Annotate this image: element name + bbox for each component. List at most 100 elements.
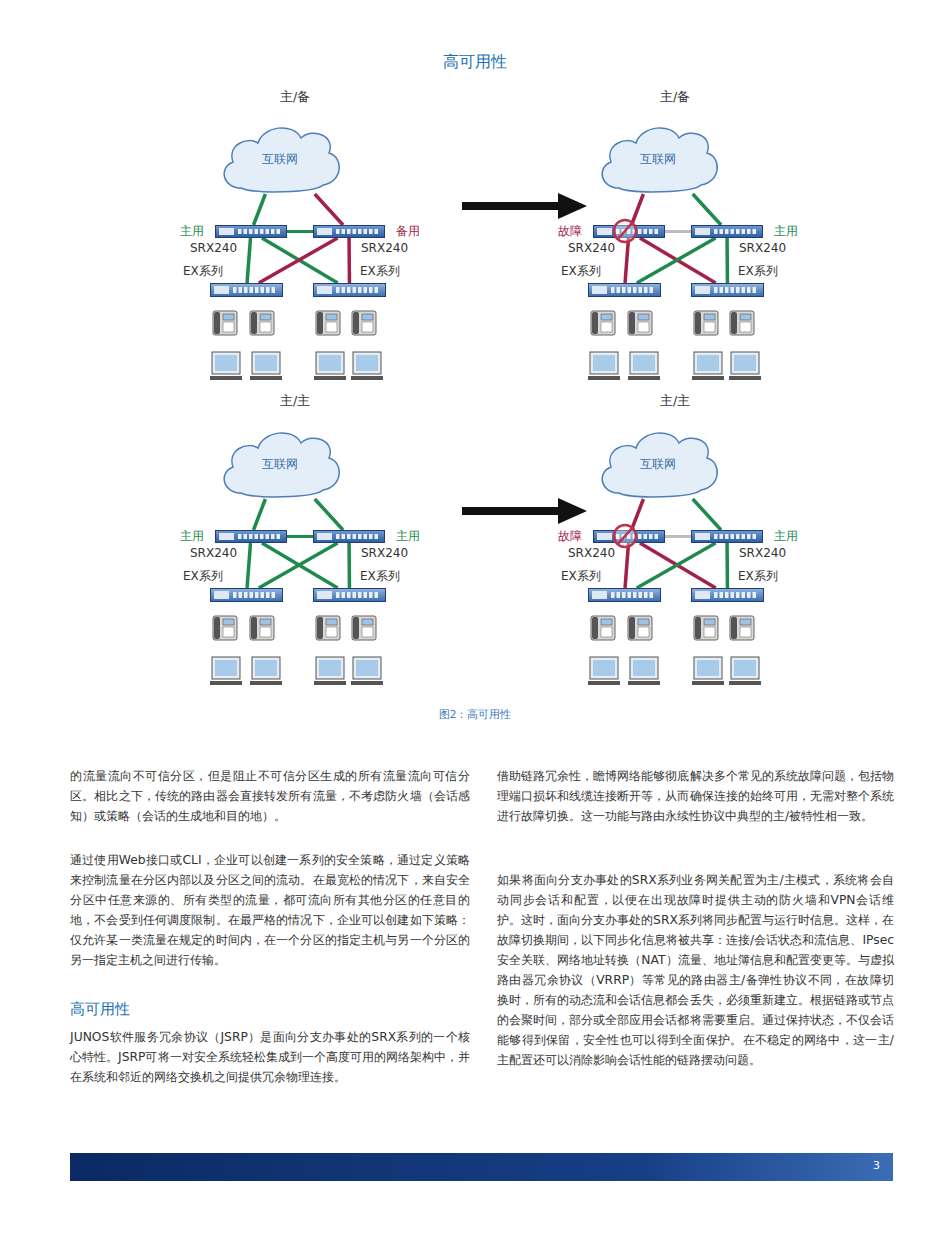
phone-display: [638, 619, 649, 625]
phone-handset: [251, 312, 257, 334]
device-label: 主用: [774, 223, 798, 240]
device-label: 故障: [558, 223, 582, 240]
internet-cloud: 互联网: [215, 423, 345, 499]
port: [369, 229, 373, 234]
port: [239, 287, 243, 293]
port: [277, 229, 281, 234]
port: [369, 534, 373, 539]
srx240-gateway: 主用SRX240: [313, 530, 385, 543]
device-ports: [589, 589, 662, 603]
network-link: [625, 543, 628, 588]
phone-keypad: [260, 322, 271, 332]
device-ports: [692, 531, 764, 544]
computer-screen: [697, 660, 719, 676]
phone-body: [352, 616, 376, 640]
network-link: [631, 194, 643, 225]
body-paragraph: 的流量流向不可信分区，但是阻止不可信分区生成的所有流量流向可信分区。相比之下，传…: [70, 766, 470, 826]
srx240-gateway: 主用SRX240: [691, 530, 763, 543]
device-ports: [216, 531, 288, 544]
phone-display: [740, 314, 751, 320]
computer-base: [588, 681, 620, 685]
computer-base: [351, 376, 383, 380]
port: [742, 287, 746, 293]
vendor-badge: [214, 591, 229, 599]
ex-switch: EX系列: [691, 283, 764, 297]
computer-monitor: [731, 352, 759, 374]
port: [617, 287, 621, 293]
scenario-label: 主/备: [630, 89, 720, 106]
device-ports: [692, 589, 765, 603]
page-title: 高可用性: [0, 52, 950, 73]
network-link: [253, 194, 265, 225]
port: [375, 592, 379, 598]
phone-keypad: [326, 322, 337, 332]
computer-screen: [356, 355, 378, 371]
phone-body: [730, 616, 754, 640]
port: [353, 592, 357, 598]
device-ports: [314, 531, 386, 544]
phone-display: [326, 314, 337, 320]
phone-display: [260, 314, 271, 320]
port: [336, 229, 340, 234]
network-link: [725, 238, 729, 283]
phone-display: [362, 619, 373, 625]
phone-keypad: [740, 322, 751, 332]
transition-arrow: [462, 202, 562, 210]
network-link: [259, 238, 338, 283]
body-paragraph: 如果将面向分支办事处的SRX系列业务网关配置为主/主模式，系统将会自动同步会话和…: [497, 870, 894, 1070]
phone-display: [223, 314, 234, 320]
port: [747, 592, 751, 598]
computer-monitor: [590, 657, 618, 679]
vendor-badge: [597, 533, 612, 540]
port: [644, 534, 648, 539]
device-label: EX系列: [183, 568, 223, 585]
fault-symbol: [614, 525, 636, 547]
network-link: [259, 543, 338, 588]
port: [364, 534, 368, 539]
ex-switch: EX系列: [313, 588, 386, 602]
phone-handset: [592, 312, 598, 334]
device-label: SRX240: [361, 241, 408, 255]
footer-bar: [70, 1153, 893, 1181]
transition-arrowhead: [558, 193, 587, 219]
phone-display: [601, 619, 612, 625]
phone-body: [316, 311, 340, 335]
device-ports: [692, 284, 765, 298]
computer-screen: [593, 660, 615, 676]
device-label: SRX240: [568, 546, 615, 560]
port: [736, 534, 740, 539]
cloud-label: 互联网: [215, 456, 345, 473]
port: [353, 287, 357, 293]
network-link: [315, 194, 343, 225]
port: [375, 229, 379, 234]
port: [342, 534, 346, 539]
port: [255, 592, 259, 598]
device-label: 主用: [180, 528, 204, 545]
vendor-badge: [695, 228, 710, 235]
port: [616, 534, 620, 539]
port: [650, 287, 654, 293]
port: [250, 592, 254, 598]
port: [369, 287, 373, 293]
vendor-badge: [695, 286, 710, 294]
device-label: EX系列: [360, 263, 400, 280]
phone-body: [628, 616, 652, 640]
port: [611, 592, 615, 598]
computer-screen: [255, 660, 277, 676]
device-ports: [216, 226, 288, 239]
port: [731, 592, 735, 598]
port: [375, 287, 379, 293]
phone-handset: [317, 312, 323, 334]
port: [714, 287, 718, 293]
figure-caption: 图2：高可用性: [0, 708, 950, 722]
device-ports: [594, 531, 666, 544]
device-ports: [314, 284, 387, 298]
phone-keypad: [638, 322, 649, 332]
port: [250, 287, 254, 293]
port: [238, 534, 242, 539]
port: [364, 287, 368, 293]
device-label: EX系列: [561, 568, 601, 585]
srx240-gateway: 备用SRX240: [313, 225, 385, 238]
device-label: EX系列: [738, 568, 778, 585]
